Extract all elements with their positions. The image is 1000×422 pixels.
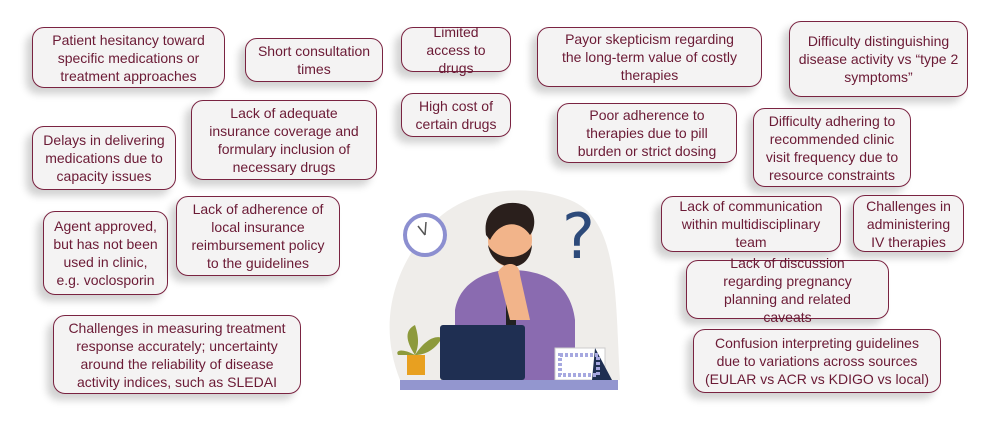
challenge-box: Difficulty distinguishing disease activi… [789, 21, 968, 97]
challenge-box: Poor adherence to therapies due to pill … [557, 103, 737, 163]
challenge-text: Difficulty adhering to recommended clini… [765, 112, 899, 183]
challenge-box: High cost of certain drugs [401, 93, 511, 137]
challenge-box: Lack of adequate insurance coverage and … [191, 100, 377, 180]
challenge-box: Difficulty adhering to recommended clini… [753, 108, 911, 187]
challenge-box: Challenges in administering IV therapies [853, 195, 964, 252]
challenge-text: Lack of adherence of local insurance rei… [191, 201, 325, 271]
person-hand [498, 264, 530, 320]
challenge-text: High cost of certain drugs [415, 98, 497, 132]
challenge-box: Short consultation times [245, 38, 383, 82]
desk [400, 380, 618, 390]
challenge-text: Delays in delivering medications due to … [43, 132, 165, 184]
challenge-text: Difficulty distinguishing disease activi… [798, 33, 959, 85]
challenge-box: Lack of discussion regarding pregnancy p… [686, 255, 889, 325]
challenge-box: Delays in delivering medications due to … [32, 126, 176, 190]
laptop-icon [440, 325, 525, 380]
plant-icon [397, 325, 442, 375]
person-hair [485, 202, 535, 240]
challenge-box: Confusion interpreting guidelines due to… [693, 329, 941, 393]
challenge-text: Challenges in measuring treatment respon… [68, 319, 286, 390]
clock-icon [403, 213, 447, 257]
challenge-box: Limited access to drugs [401, 24, 511, 76]
question-mark-icon: ? [562, 200, 595, 273]
calendar-icon [554, 347, 612, 381]
challenge-box: Challenges in measuring treatment respon… [53, 315, 301, 394]
challenge-text: Confusion interpreting guidelines due to… [704, 335, 930, 387]
challenge-text: Short consultation times [257, 43, 371, 77]
person-beard [488, 245, 532, 267]
challenge-text: Agent approved, but has not been used in… [53, 218, 158, 288]
challenge-text: Poor adherence to therapies due to pill … [577, 107, 717, 159]
challenge-box: Agent approved, but has not been used in… [43, 211, 168, 295]
challenge-box: Lack of communication within multidiscip… [661, 196, 841, 252]
challenge-text: Patient hesitancy toward specific medica… [52, 31, 205, 84]
challenge-text: Payor skepticism regarding the long-term… [561, 31, 738, 83]
challenge-box: Payor skepticism regarding the long-term… [537, 27, 762, 87]
challenge-text: Limited access to drugs [426, 23, 486, 76]
challenge-text: Lack of communication within multidiscip… [679, 198, 823, 250]
challenge-text: Lack of discussion regarding pregnancy p… [723, 254, 852, 325]
challenge-text: Lack of adequate insurance coverage and … [209, 105, 359, 175]
challenge-box: Lack of adherence of local insurance rei… [176, 196, 340, 276]
challenge-text: Challenges in administering IV therapies [866, 197, 951, 250]
challenge-box: Patient hesitancy toward specific medica… [32, 27, 225, 88]
thinking-man-illustration: ? [389, 190, 620, 390]
